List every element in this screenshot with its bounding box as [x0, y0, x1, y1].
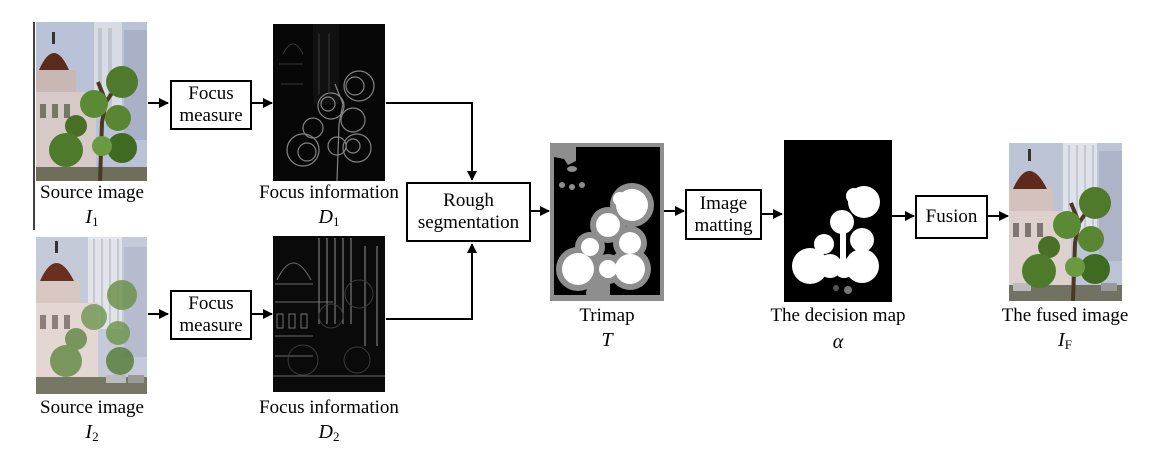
source-image-2-caption: Source image: [40, 397, 144, 418]
source-image-2-symbol: I2: [85, 421, 99, 444]
edge-focus-info-2-to-rough-segmentation: [386, 243, 477, 320]
focus-information-2-symbol: D2: [318, 421, 340, 444]
fused-image-caption: The fused image: [1001, 305, 1129, 326]
trimap-image: [550, 143, 664, 301]
decision-map-caption: The decision map: [770, 305, 906, 326]
edge-focus-info-1-to-rough-segmentation: [386, 102, 477, 181]
source-image-1-caption: Source image: [40, 182, 144, 203]
focus-information-1-image: [273, 24, 385, 181]
source-image-2: [36, 237, 147, 394]
decision-map-image: [784, 140, 892, 302]
source-image-1-symbol: I1: [85, 206, 99, 229]
focus-information-2-image: [273, 236, 385, 392]
source-image-1: [36, 22, 147, 181]
focus-information-1-symbol: D1: [318, 206, 340, 229]
fused-image: [1009, 143, 1122, 301]
focus-measure-2-box: Focus measure: [170, 290, 252, 340]
trimap-caption: Trimap: [579, 305, 635, 326]
focus-measure-1-box: Focus measure: [170, 80, 252, 130]
focus-information-2-caption: Focus information: [259, 397, 399, 418]
trimap-symbol: T: [601, 329, 613, 351]
image-matting-box: Image matting: [685, 189, 762, 240]
rough-segmentation-box: Rough segmentation: [406, 182, 531, 242]
decision-map-symbol: α: [832, 331, 844, 353]
focus-information-1-caption: Focus information: [259, 182, 399, 203]
fusion-box: Fusion: [915, 195, 988, 239]
fused-image-symbol: IF: [1058, 329, 1072, 352]
